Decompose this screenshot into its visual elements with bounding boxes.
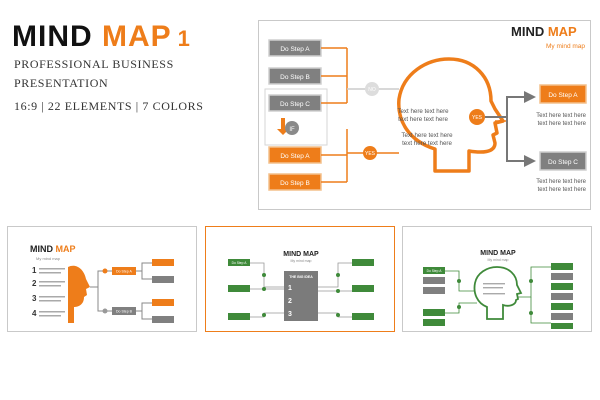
out-step-box-bottom [539, 151, 587, 171]
thumb2-subtitle: My mind map [290, 259, 311, 263]
thumbnail-slide-1: MIND MAP My mind map 1 2 3 4 [7, 226, 197, 332]
thumb3-step-label: Do Step A [427, 269, 443, 273]
thumb2-canvas: MIND MAP My mind map THE BIG IDEA 1 2 3 … [228, 251, 374, 321]
title-number: 1 [177, 26, 191, 51]
thumb3-title: MIND MAP [480, 250, 516, 257]
thumb2-num-3: 3 [288, 311, 292, 318]
if-badge [285, 121, 299, 135]
head-text-line4: text here text here [402, 140, 452, 147]
thumb1-text-lines [39, 268, 65, 317]
step-label-3: Do Step C [280, 101, 310, 108]
step-label-5: Do Step B [280, 180, 310, 187]
out-step-label-top: Do Step A [548, 92, 578, 99]
yes-badge-left [363, 146, 377, 160]
no-label: NO [368, 87, 376, 93]
thumb1-box-f [152, 316, 174, 323]
thumb1-title: MIND MAP [30, 244, 76, 254]
thumb3-subtitle: My mind map [487, 258, 508, 262]
out-step-box-top [539, 84, 587, 104]
thumbnail-slide-3: MIND MAP My mind map Do Step A [402, 226, 592, 332]
thumb1-num-1: 1 [32, 266, 37, 275]
connector-lines [321, 47, 399, 183]
thumb2-title: MIND MAP [283, 251, 319, 258]
yes-label-left: YES [365, 151, 376, 157]
head-icon [397, 57, 505, 173]
arrow-to-step-a [485, 91, 536, 118]
thumb3-head-text [483, 283, 505, 295]
head-text-line3: Text here text here [401, 132, 453, 139]
thumb2-center-title: THE BIG IDEA [289, 275, 313, 279]
thumb2-center-block [284, 271, 318, 321]
thumbnail-slide-2: MIND MAP My mind map THE BIG IDEA 1 2 3 … [205, 226, 395, 332]
thumb3-canvas: MIND MAP My mind map Do Step A [423, 250, 573, 329]
thumb1-box-b [112, 307, 136, 315]
thumb1-num-2: 2 [32, 279, 37, 288]
thumb1-num-3: 3 [32, 294, 37, 303]
out-top-text2: text here text here [538, 121, 587, 127]
yes-badge-right [469, 109, 485, 125]
main-slide-title: MIND MAP [511, 24, 577, 39]
out-bottom-text2: text here text here [538, 187, 587, 193]
thumb1-dot-1 [102, 268, 108, 274]
thumb1-box-a [112, 267, 136, 275]
step-label-1: Do Step A [280, 46, 310, 53]
main-slide-subtitle: My mind map [546, 43, 585, 50]
head-text-line2: text here text here [398, 116, 448, 123]
thumb1-num-4: 4 [32, 309, 37, 318]
thumb1-head-icon [68, 265, 90, 323]
title-main: MIND [12, 20, 93, 53]
subtitle-line-1: PROFESSIONAL BUSINESS [14, 57, 174, 71]
step-label-2: Do Step B [280, 74, 310, 81]
thumb1-box-b-label: Do Step B [116, 310, 133, 314]
subtitle-line-2: PRESENTATION [14, 76, 109, 90]
out-top-text1: Text here text here [536, 113, 586, 119]
thumb3-left-boxes [423, 267, 445, 326]
step-label-4: Do Step A [280, 153, 310, 160]
thumb3-dots [457, 279, 533, 315]
title-accent: MAP [102, 20, 172, 53]
arrow-to-step-c [506, 117, 536, 167]
head-text-line1: Text here text here [397, 108, 449, 115]
yes-label-right: YES [472, 115, 483, 121]
out-step-label-bottom: Do Step C [548, 159, 578, 166]
thumb1-box-c [152, 259, 174, 266]
thumb2-step-label: Do Step A [232, 261, 248, 265]
thumb1-box-a-label: Do Step A [116, 270, 132, 274]
thumb1-box-e [152, 299, 174, 306]
main-slide-preview: MIND MAP My mind map Do Step A Do Step B… [258, 20, 591, 210]
no-badge [365, 82, 379, 96]
out-bottom-text1: Text here text here [536, 179, 586, 185]
main-slide-canvas: MIND MAP My mind map Do Step A Do Step B… [264, 24, 587, 193]
thumb1-box-d [152, 276, 174, 283]
thumb3-right-boxes [551, 263, 573, 329]
thumb2-num-1: 1 [288, 285, 292, 292]
thumb2-green-boxes [228, 259, 374, 320]
product-meta: 16:9 | 22 ELEMENTS | 7 COLORS [14, 99, 204, 113]
thumb1-subtitle: My mind map [36, 256, 61, 261]
thumb1-canvas: MIND MAP My mind map 1 2 3 4 [30, 244, 174, 323]
thumb2-dots [262, 273, 340, 317]
if-label: IF [289, 127, 295, 133]
thumb2-num-2: 2 [288, 298, 292, 305]
thumb1-dot-2 [102, 308, 108, 314]
